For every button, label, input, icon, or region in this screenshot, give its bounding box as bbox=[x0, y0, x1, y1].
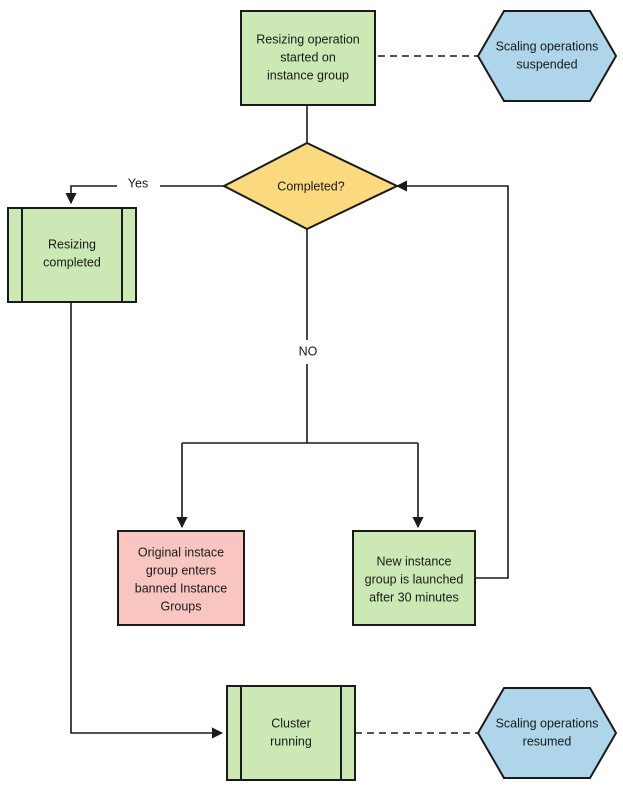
resizing-started-box bbox=[240, 10, 376, 106]
new-group-launched-line-3: after 30 minutes bbox=[369, 590, 459, 604]
resizing-completed-line-1: Resizing bbox=[48, 237, 96, 251]
original-banned-line-4: Groups bbox=[161, 599, 202, 613]
scaling-suspended-hexagon bbox=[476, 10, 618, 102]
cluster-running-line-1: Cluster bbox=[271, 716, 311, 730]
original-banned-line-3: banned Instance bbox=[135, 581, 227, 595]
scaling-suspended-line-1: Scaling operations bbox=[496, 39, 599, 53]
new-group-launched-box bbox=[352, 530, 476, 626]
completed-decision-label: Completed? bbox=[277, 179, 344, 193]
resizing-started-line-3: instance group bbox=[267, 68, 349, 82]
edge-label-no: NO bbox=[299, 344, 318, 358]
scaling-resumed-line-1: Scaling operations bbox=[496, 716, 599, 730]
resizing-completed-box bbox=[7, 207, 137, 303]
scaling-resumed-hexagon bbox=[476, 687, 618, 779]
cluster-running-box bbox=[226, 685, 356, 781]
cluster-running-line-2: running bbox=[270, 734, 312, 748]
node-resizing-started[interactable]: Resizing operation started on instance g… bbox=[240, 10, 376, 106]
resizing-started-line-1: Resizing operation bbox=[256, 32, 360, 46]
node-new-group-launched[interactable]: New instance group is launched after 30 … bbox=[352, 530, 476, 626]
original-banned-box bbox=[117, 530, 245, 626]
node-resizing-completed[interactable]: Resizing completed bbox=[7, 207, 137, 303]
node-completed-decision[interactable]: Completed? bbox=[221, 141, 400, 231]
scaling-suspended-line-2: suspended bbox=[516, 57, 577, 71]
original-banned-line-2: group enters bbox=[146, 563, 216, 577]
node-scaling-suspended[interactable]: Scaling operations suspended bbox=[476, 10, 618, 102]
node-cluster-running[interactable]: Cluster running bbox=[226, 685, 356, 781]
completed-decision-diamond bbox=[221, 141, 400, 231]
resizing-completed-line-2: completed bbox=[43, 255, 101, 269]
node-scaling-resumed[interactable]: Scaling operations resumed bbox=[476, 687, 618, 779]
new-group-launched-line-2: group is launched bbox=[365, 572, 464, 586]
original-banned-line-1: Original instace bbox=[138, 545, 224, 559]
edge-resizing-completed-to-cluster bbox=[70, 302, 224, 739]
node-original-banned[interactable]: Original instace group enters banned Ins… bbox=[117, 530, 245, 626]
new-group-launched-line-1: New instance bbox=[376, 554, 451, 568]
edge-label-yes: Yes bbox=[128, 176, 148, 190]
scaling-resumed-line-2: resumed bbox=[523, 734, 572, 748]
edge-decision-yes-elbow bbox=[65, 185, 117, 205]
edge-new-group-feedback-loop bbox=[395, 180, 509, 579]
resizing-started-line-2: started on bbox=[280, 50, 336, 64]
